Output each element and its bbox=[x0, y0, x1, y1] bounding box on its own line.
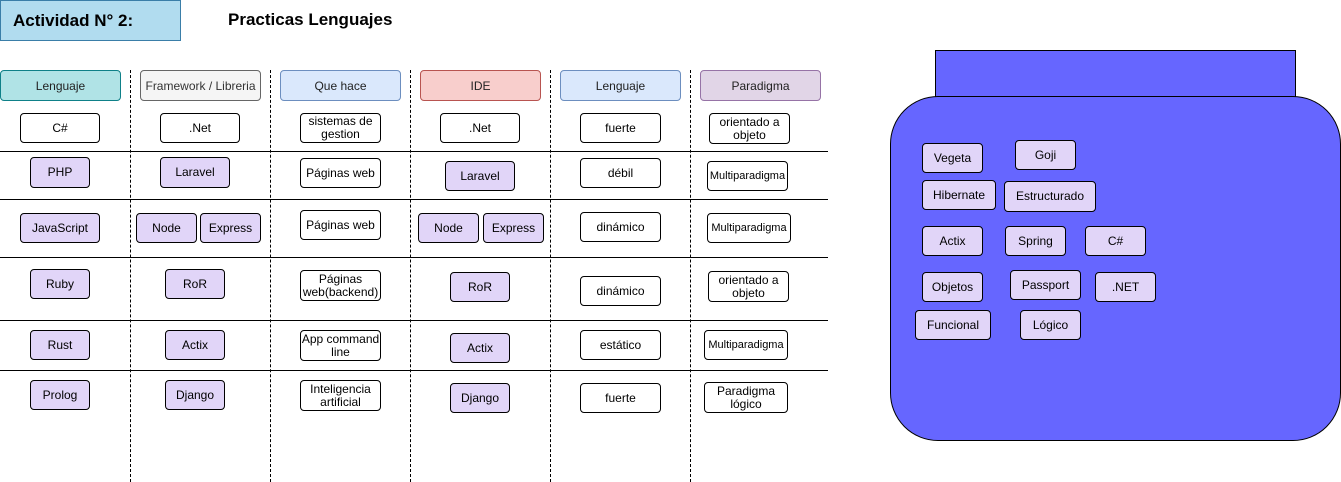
jar-item[interactable]: Estructurado bbox=[1004, 181, 1096, 212]
que-hace-cell[interactable]: Inteligencia artificial bbox=[300, 380, 381, 411]
tipo-cell[interactable]: estático bbox=[580, 330, 661, 360]
lenguaje-cell[interactable]: Ruby bbox=[30, 269, 90, 299]
ide-cell[interactable]: RoR bbox=[450, 272, 510, 302]
jar-item[interactable]: Actix bbox=[922, 226, 983, 256]
jar-item[interactable]: Passport bbox=[1010, 270, 1081, 300]
column-separator bbox=[690, 70, 691, 482]
column-separator bbox=[410, 70, 411, 482]
jar-lid bbox=[935, 50, 1296, 98]
column-separator bbox=[130, 70, 131, 482]
ide-cell[interactable]: Node bbox=[418, 213, 479, 243]
lenguaje-cell[interactable]: Rust bbox=[30, 330, 90, 360]
header-lenguaje: Lenguaje bbox=[0, 70, 121, 101]
que-hace-cell[interactable]: App command line bbox=[300, 330, 381, 361]
framework-cell[interactable]: Django bbox=[165, 380, 225, 410]
activity-title: Actividad N° 2: bbox=[13, 10, 134, 30]
column-separator bbox=[270, 70, 271, 482]
header-que-hace: Que hace bbox=[280, 70, 401, 101]
paradigma-cell[interactable]: Multiparadigma bbox=[707, 213, 791, 243]
tipo-cell[interactable]: dinámico bbox=[580, 212, 661, 242]
jar-item[interactable]: C# bbox=[1085, 226, 1146, 256]
ide-cell[interactable]: Actix bbox=[450, 333, 510, 363]
framework-cell[interactable]: .Net bbox=[160, 113, 240, 143]
header-ide: IDE bbox=[420, 70, 541, 101]
jar-item[interactable]: Vegeta bbox=[922, 143, 983, 173]
header-framework: Framework / Libreria bbox=[140, 70, 261, 101]
row-separator bbox=[0, 257, 828, 258]
paradigma-cell[interactable]: orientado a objeto bbox=[708, 271, 789, 302]
jar-item[interactable]: Goji bbox=[1015, 140, 1076, 170]
jar-item[interactable]: .NET bbox=[1095, 272, 1156, 302]
column-separator bbox=[550, 70, 551, 482]
paradigma-cell[interactable]: orientado a objeto bbox=[709, 113, 790, 144]
paradigma-cell[interactable]: Multiparadigma bbox=[707, 161, 788, 191]
activity-title-box: Actividad N° 2: bbox=[0, 0, 181, 41]
ide-cell[interactable]: Express bbox=[483, 213, 544, 243]
jar-item[interactable]: Spring bbox=[1005, 226, 1066, 256]
row-separator bbox=[0, 320, 828, 321]
framework-cell[interactable]: Actix bbox=[165, 330, 225, 360]
tipo-cell[interactable]: fuerte bbox=[580, 383, 661, 413]
lenguaje-cell[interactable]: PHP bbox=[30, 157, 90, 188]
row-separator bbox=[0, 370, 828, 371]
lenguaje-cell[interactable]: JavaScript bbox=[20, 213, 100, 243]
ide-cell[interactable]: Laravel bbox=[445, 161, 515, 191]
jar-item[interactable]: Objetos bbox=[922, 272, 983, 302]
paradigma-cell[interactable]: Paradigma lógico bbox=[704, 382, 788, 413]
ide-cell[interactable]: .Net bbox=[440, 113, 520, 143]
ide-cell[interactable]: Django bbox=[450, 383, 510, 413]
tipo-cell[interactable]: débil bbox=[580, 158, 661, 188]
jar-item[interactable]: Lógico bbox=[1020, 310, 1081, 340]
que-hace-cell[interactable]: Páginas web bbox=[300, 210, 381, 240]
row-separator bbox=[0, 151, 828, 152]
jar-item[interactable]: Funcional bbox=[915, 310, 991, 340]
que-hace-cell[interactable]: Páginas web(backend) bbox=[300, 270, 381, 301]
que-hace-cell[interactable]: Páginas web bbox=[300, 158, 381, 188]
tipo-cell[interactable]: fuerte bbox=[580, 113, 661, 143]
paradigma-cell[interactable]: Multiparadigma bbox=[704, 330, 788, 360]
que-hace-cell[interactable]: sistemas de gestion bbox=[300, 113, 381, 143]
framework-cell[interactable]: Express bbox=[200, 213, 261, 243]
framework-cell[interactable]: Laravel bbox=[160, 157, 230, 188]
jar-item[interactable]: Hibernate bbox=[922, 180, 996, 210]
tipo-cell[interactable]: dinámico bbox=[580, 276, 661, 306]
page-subtitle: Practicas Lenguajes bbox=[228, 10, 393, 29]
lenguaje-cell[interactable]: Prolog bbox=[30, 380, 90, 410]
framework-cell[interactable]: Node bbox=[136, 213, 197, 243]
header-paradigma: Paradigma bbox=[700, 70, 821, 101]
header-lenguaje-tipo: Lenguaje bbox=[560, 70, 681, 101]
framework-cell[interactable]: RoR bbox=[165, 269, 225, 299]
row-separator bbox=[0, 199, 828, 200]
lenguaje-cell[interactable]: C# bbox=[20, 113, 100, 143]
